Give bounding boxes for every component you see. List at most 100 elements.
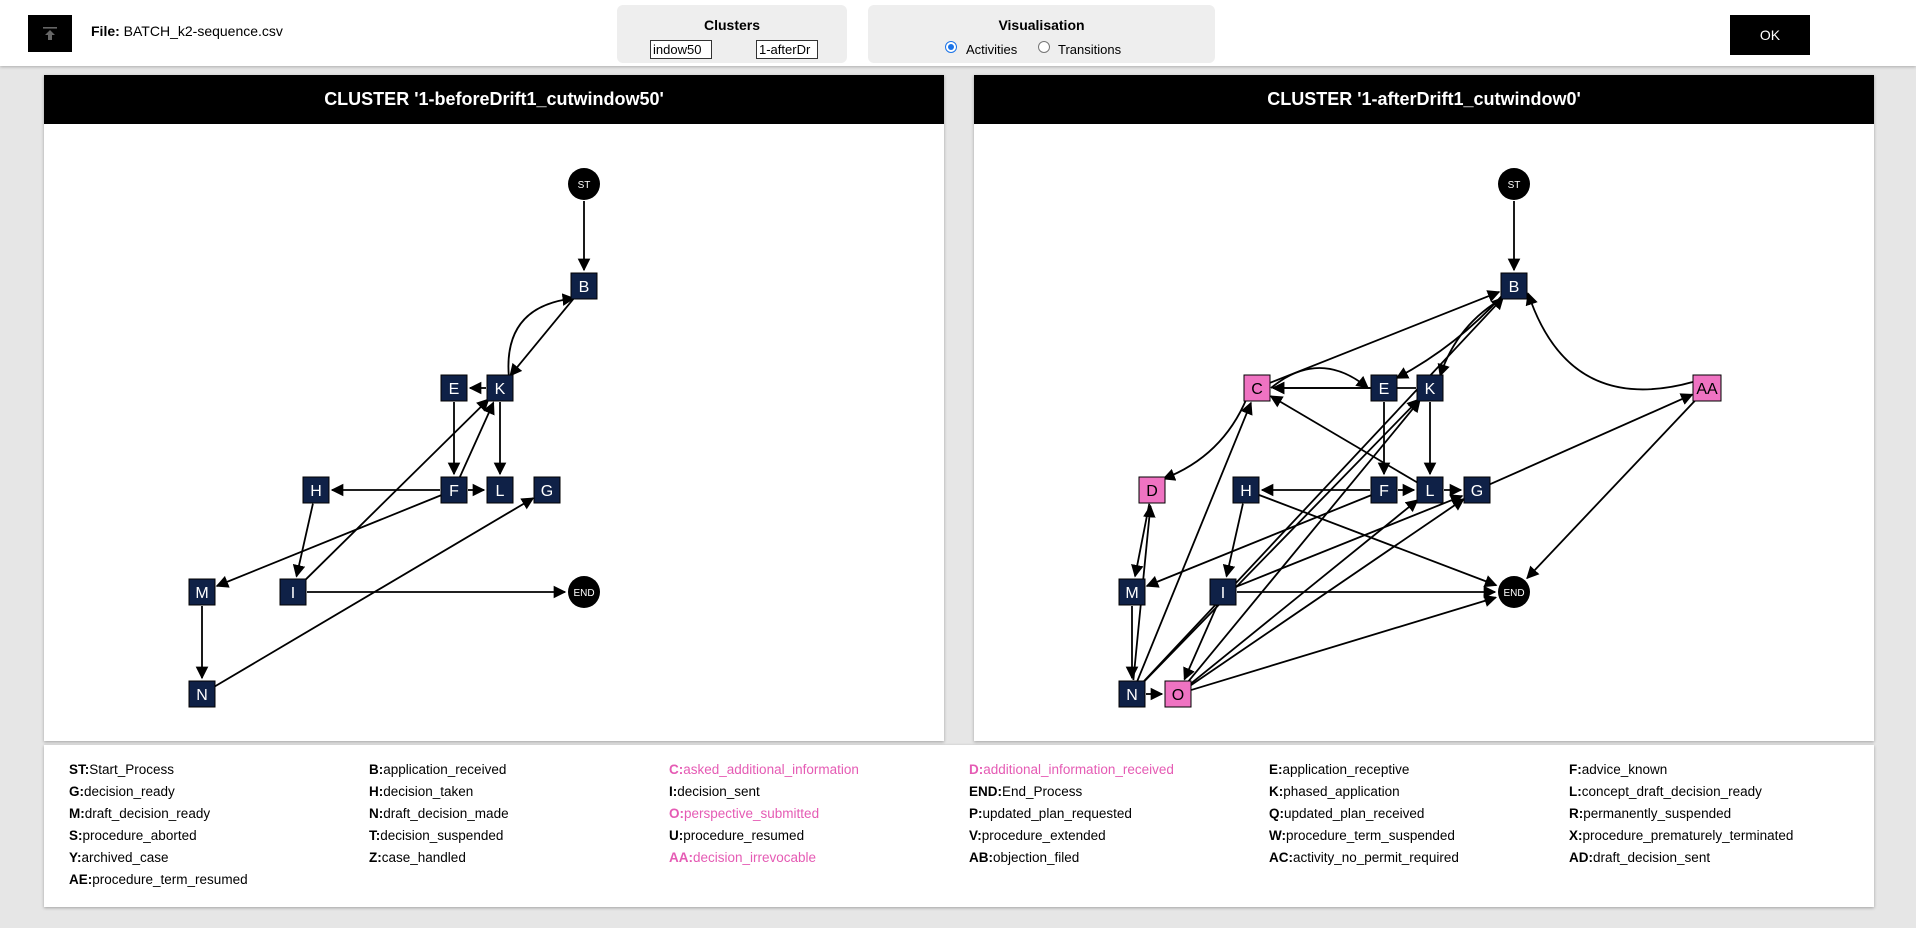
- transitions-label: Transitions: [1058, 42, 1122, 57]
- node-g[interactable]: G: [533, 476, 561, 504]
- node-label-m: M: [1125, 585, 1138, 602]
- legend-value: case_handled: [381, 850, 466, 865]
- node-st[interactable]: ST: [568, 168, 600, 200]
- edge-g-to-aa: [1489, 393, 1694, 486]
- node-g[interactable]: G: [1463, 476, 1491, 504]
- legend-value: procedure_term_resumed: [92, 872, 248, 887]
- node-e[interactable]: E: [440, 374, 468, 402]
- legend-key: AA:: [669, 850, 693, 865]
- edge-i-to-k: [302, 398, 490, 583]
- activities-radio[interactable]: [945, 41, 957, 53]
- legend-item: C:asked_additional_information: [669, 762, 859, 777]
- node-st[interactable]: ST: [1498, 168, 1530, 200]
- graph-title-right: CLUSTER '1-afterDrift1_cutwindow0': [974, 75, 1874, 124]
- node-f[interactable]: F: [440, 476, 468, 504]
- legend-value: phased_application: [1283, 784, 1400, 799]
- legend-key: S:: [69, 828, 83, 843]
- node-e[interactable]: E: [1370, 374, 1398, 402]
- legend-item: G:decision_ready: [69, 784, 175, 799]
- legend-value: activity_no_permit_required: [1293, 850, 1459, 865]
- legend-value: application_received: [383, 762, 507, 777]
- legend-key: Y:: [69, 850, 82, 865]
- node-i[interactable]: I: [279, 578, 307, 606]
- edge-h-to-end: [1258, 494, 1498, 588]
- legend-key: W:: [1269, 828, 1286, 843]
- legend-item: F:advice_known: [1569, 762, 1667, 777]
- edge-f-to-k: [458, 401, 495, 478]
- edge-c-to-e: [1270, 367, 1369, 389]
- node-o[interactable]: O: [1164, 680, 1192, 708]
- edge-n-to-b: [1140, 296, 1504, 685]
- legend-item: I:decision_sent: [669, 784, 760, 799]
- cluster-left-input[interactable]: indow50: [650, 40, 712, 59]
- node-h[interactable]: H: [1232, 476, 1260, 504]
- ok-button[interactable]: OK: [1730, 15, 1810, 55]
- edge-h-to-i: [292, 503, 314, 578]
- legend-item: R:permanently_suspended: [1569, 806, 1731, 821]
- legend-item: AE:procedure_term_resumed: [69, 872, 248, 887]
- legend-value: updated_plan_requested: [982, 806, 1132, 821]
- legend-item: AA:decision_irrevocable: [669, 850, 816, 865]
- node-m[interactable]: M: [1118, 578, 1146, 606]
- legend-item: D:additional_information_received: [969, 762, 1174, 777]
- legend-key: P:: [969, 806, 983, 821]
- node-aa[interactable]: AA: [1692, 374, 1722, 402]
- legend-value: procedure_aborted: [82, 828, 197, 843]
- edge-l-to-c: [1269, 395, 1419, 484]
- legend-key: AC:: [1269, 850, 1293, 865]
- legend-key: T:: [369, 828, 381, 843]
- node-k[interactable]: K: [1416, 374, 1444, 402]
- legend-item: Z:case_handled: [369, 850, 466, 865]
- legend-key: K:: [1269, 784, 1284, 799]
- edge-f-to-m: [1145, 494, 1372, 588]
- node-label-b: B: [579, 279, 590, 296]
- legend-item: K:phased_application: [1269, 784, 1400, 799]
- legend-key: N:: [369, 806, 384, 821]
- legend-key: I:: [669, 784, 678, 799]
- legend-key: O:: [669, 806, 684, 821]
- node-label-e: E: [1379, 381, 1390, 398]
- node-m[interactable]: M: [188, 578, 216, 606]
- node-end[interactable]: END: [1498, 576, 1530, 608]
- legend-key: H:: [369, 784, 384, 799]
- node-l[interactable]: L: [1416, 476, 1444, 504]
- visualisation-panel: Visualisation Activities Transitions: [868, 5, 1215, 63]
- legend-item: E:application_receptive: [1269, 762, 1409, 777]
- node-k[interactable]: K: [486, 374, 514, 402]
- node-f[interactable]: F: [1370, 476, 1398, 504]
- node-end[interactable]: END: [568, 576, 600, 608]
- legend-value: asked_additional_information: [683, 762, 859, 777]
- legend-value: procedure_resumed: [683, 828, 805, 843]
- transitions-radio[interactable]: [1038, 41, 1050, 53]
- node-n[interactable]: N: [1118, 680, 1146, 708]
- node-n[interactable]: N: [188, 680, 216, 708]
- node-b[interactable]: B: [570, 272, 598, 300]
- legend-item: B:application_received: [369, 762, 506, 777]
- legend-value: procedure_term_suspended: [1286, 828, 1455, 843]
- edge-o-to-l: [1188, 499, 1419, 686]
- upload-icon: [43, 27, 57, 40]
- upload-button[interactable]: [28, 15, 72, 52]
- legend-item: AB:objection_filed: [969, 850, 1079, 865]
- legend-value: application_receptive: [1282, 762, 1410, 777]
- node-label-g: G: [1471, 483, 1483, 500]
- node-b[interactable]: B: [1500, 272, 1528, 300]
- legend-key: D:: [969, 762, 984, 777]
- legend-value: decision_taken: [383, 784, 474, 799]
- legend-item: P:updated_plan_requested: [969, 806, 1132, 821]
- legend-value: additional_information_received: [983, 762, 1174, 777]
- node-l[interactable]: L: [486, 476, 514, 504]
- legend-item: W:procedure_term_suspended: [1269, 828, 1455, 843]
- node-d[interactable]: D: [1138, 476, 1166, 504]
- cluster-right-input[interactable]: 1-afterDr: [756, 40, 818, 59]
- legend-value: draft_decision_ready: [84, 806, 211, 821]
- node-i[interactable]: I: [1209, 578, 1237, 606]
- legend-item: H:decision_taken: [369, 784, 473, 799]
- legend-key: C:: [669, 762, 684, 777]
- node-h[interactable]: H: [302, 476, 330, 504]
- node-c[interactable]: C: [1243, 374, 1271, 402]
- legend-value: objection_filed: [993, 850, 1080, 865]
- node-label-i: I: [291, 585, 295, 602]
